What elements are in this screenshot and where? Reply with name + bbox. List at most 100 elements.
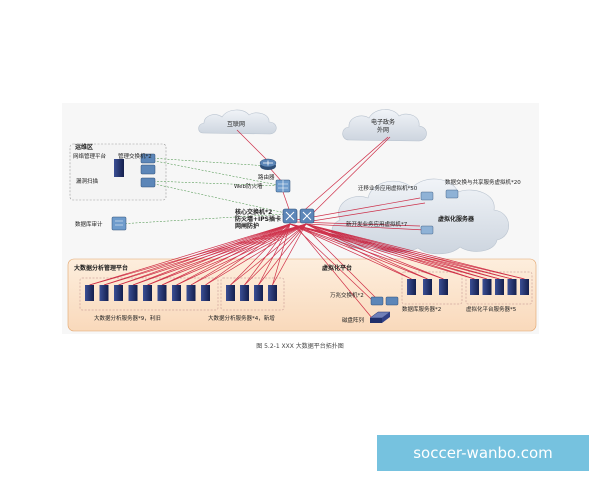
bigdata-new-server-4[interactable] — [268, 285, 277, 301]
web-firewall-icon[interactable] — [275, 179, 291, 193]
watermark-banner: soccer-wanbo.com — [377, 435, 589, 471]
server-link — [289, 223, 412, 280]
vuln-scan-label: 漏洞扫描 — [76, 177, 99, 185]
vuln-scan-icon[interactable] — [140, 177, 156, 188]
bigdata-old-server-8[interactable] — [186, 285, 196, 301]
web-firewall-label: Web防火墙 — [234, 182, 263, 190]
vm-exchange-icon[interactable] — [445, 189, 459, 199]
bigdata-old-server-9[interactable] — [201, 285, 210, 301]
network-links — [89, 129, 525, 319]
db-audit-icon[interactable] — [111, 216, 127, 231]
server-link — [176, 223, 291, 286]
core-switch-1[interactable] — [282, 208, 298, 224]
vm-migrate-label: 迁移业务应用虚拟机*50 — [358, 184, 418, 192]
db-audit-label: 数据库审计 — [75, 220, 103, 228]
mgmt-server-icon[interactable] — [114, 159, 124, 177]
server-link — [205, 223, 307, 286]
server-link — [305, 223, 475, 280]
db-server-2[interactable] — [423, 279, 432, 295]
virt-server-group — [465, 271, 533, 305]
server-link — [305, 223, 500, 280]
bigdata-old-server-7[interactable] — [172, 285, 181, 301]
vm-migrate-icon[interactable] — [420, 191, 434, 201]
server-link — [305, 223, 513, 280]
server-link — [103, 223, 291, 286]
vm-exchange-label: 数据交换与共享服务虚拟机*20 — [445, 178, 521, 186]
mgmt-switch-label: 管理交换机*2 — [118, 152, 152, 160]
server-link — [230, 223, 291, 286]
server-link — [289, 223, 500, 280]
server-link — [244, 223, 307, 286]
server-link — [132, 223, 291, 286]
db-server-group — [401, 271, 463, 305]
mgmt-switch-icon[interactable] — [140, 153, 156, 164]
server-link — [161, 223, 291, 286]
bigdata-old-server-1[interactable] — [85, 285, 94, 301]
virt-server-3[interactable] — [495, 279, 504, 295]
server-link — [118, 223, 291, 286]
mgmt-platform-label: 网络管理平台 — [73, 152, 107, 160]
virt-server-1[interactable] — [470, 279, 479, 295]
server-link — [289, 223, 513, 280]
server-link — [289, 223, 475, 280]
bigdata-new-server-2[interactable] — [240, 285, 249, 301]
bigdata-new-server-3[interactable] — [254, 285, 263, 301]
egov-label-2: 外网 — [377, 126, 389, 134]
server-link — [258, 223, 291, 286]
server-link — [244, 223, 291, 286]
egov-label: 电子政务 — [371, 118, 395, 126]
labels: 互联网 电子政务 外网 虚拟化服务器 运维区 网络管理平台 管理交换机*2 漏洞… — [73, 118, 521, 324]
virt-server-5[interactable] — [520, 279, 529, 295]
egov-cloud — [342, 109, 427, 142]
mgmt-switch-icon-2[interactable] — [140, 164, 156, 175]
vm-newapp-label: 新开发业务应用虚拟机*7 — [346, 220, 408, 228]
firewall-ips-label: 防火墙+IPS插卡 — [235, 215, 281, 223]
ops-title: 运维区 — [75, 143, 93, 151]
access-switch-1[interactable] — [370, 296, 384, 306]
storage-array-icon[interactable] — [369, 311, 391, 323]
server-link — [305, 223, 488, 280]
server-link — [272, 223, 307, 286]
bigdata-old-label: 大数据分析服务器*9，利旧 — [94, 314, 161, 322]
bigdata-group-new — [220, 277, 285, 311]
bigdata-old-server-6[interactable] — [157, 285, 167, 301]
server-link — [289, 223, 428, 280]
bigdata-group-old — [79, 277, 219, 311]
server-link — [230, 223, 307, 286]
virt-server-4[interactable] — [507, 279, 517, 295]
vm-newapp-icon[interactable] — [420, 225, 434, 235]
server-link — [305, 223, 525, 280]
bigdata-old-server-3[interactable] — [114, 285, 123, 301]
server-link — [289, 223, 525, 280]
mgmt-links — [117, 157, 291, 225]
server-link — [205, 223, 291, 286]
bigdata-old-server-5[interactable] — [143, 285, 152, 301]
server-link — [289, 223, 444, 280]
bigdata-new-label: 大数据分析服务器*4，新增 — [208, 314, 275, 322]
virt-server-2[interactable] — [482, 279, 492, 295]
router-icon[interactable] — [259, 158, 277, 170]
virt-servers-label: 虚拟化平台服务器*5 — [466, 305, 517, 313]
db-server-1[interactable] — [407, 279, 416, 295]
db-servers-label: 数据库服务器*2 — [402, 305, 441, 313]
server-link — [258, 223, 307, 286]
internet-label: 互联网 — [227, 120, 245, 128]
bigdata-new-server-1[interactable] — [226, 285, 235, 301]
server-link — [89, 223, 291, 286]
db-server-3[interactable] — [439, 279, 448, 295]
bigdata-old-server-4[interactable] — [128, 285, 138, 301]
server-link — [289, 223, 488, 280]
server-link — [147, 223, 291, 286]
server-link — [272, 223, 291, 286]
figure-caption: 图 5.2-1 XXX 大数据平台拓扑图 — [256, 343, 344, 350]
bigdata-panel — [67, 258, 537, 332]
bigdata-title: 大数据分析管理平台 — [74, 264, 128, 272]
storage-label: 磁盘阵列 — [342, 316, 365, 324]
core-switch-label: 核心交换机*2 — [235, 208, 272, 216]
access-switch-2[interactable] — [385, 296, 399, 306]
internet-cloud — [198, 109, 277, 135]
server-link — [190, 223, 291, 286]
bigdata-old-server-2[interactable] — [99, 285, 109, 301]
core-switch-2[interactable] — [299, 208, 315, 224]
